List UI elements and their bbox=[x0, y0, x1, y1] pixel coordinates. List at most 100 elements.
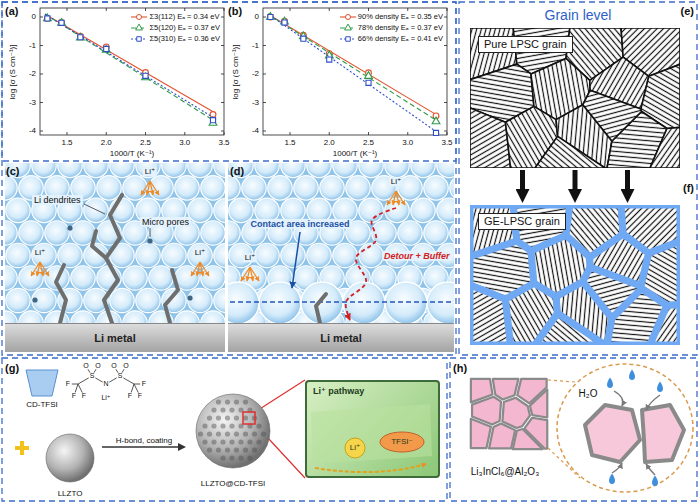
data-point bbox=[58, 19, 66, 26]
foam-cell bbox=[320, 176, 344, 200]
foam-cell bbox=[84, 198, 108, 222]
axis-title: 1000/T (K⁻¹) bbox=[333, 149, 378, 158]
node-text: LLZTO@CD-TFSI bbox=[201, 479, 265, 488]
panel-frame bbox=[2, 2, 456, 355]
ion-label: Li⁺ bbox=[193, 248, 207, 257]
striped-grain bbox=[650, 127, 680, 168]
data-point bbox=[44, 14, 52, 21]
material-label: Li₃InCl₆@Al₂O₃ bbox=[471, 466, 539, 478]
legend-sample bbox=[340, 35, 356, 43]
lithium-ion bbox=[345, 438, 365, 458]
ion-flux-arrows bbox=[387, 191, 405, 205]
foam-cell bbox=[450, 221, 454, 245]
foam-cell bbox=[5, 176, 17, 200]
foam-cell bbox=[188, 288, 212, 312]
foam-cell bbox=[307, 163, 331, 178]
annotation: Detour + Buffer bbox=[382, 251, 452, 261]
ion-arrow bbox=[191, 262, 200, 276]
dendrite bbox=[316, 294, 326, 323]
foam-cell bbox=[123, 311, 147, 323]
foam-cell bbox=[242, 176, 266, 200]
atom-label: F bbox=[142, 380, 146, 388]
foam-cell bbox=[123, 176, 147, 200]
foam-cell bbox=[84, 163, 108, 178]
legend-text: 78% density Eₐ = 0.37 eV bbox=[358, 23, 443, 32]
contact-line bbox=[230, 301, 452, 302]
node-text: Li⁺ pathway bbox=[313, 386, 364, 396]
pore-dot bbox=[261, 431, 266, 436]
ion-label: Li⁺ bbox=[389, 177, 403, 186]
foam-cell bbox=[214, 288, 225, 312]
water-drops bbox=[607, 370, 663, 486]
grain bbox=[471, 419, 491, 448]
foam-cell bbox=[359, 163, 383, 178]
chemical-bond bbox=[78, 378, 89, 384]
foam-cell bbox=[32, 243, 56, 267]
node-text: Li⁺ bbox=[350, 443, 360, 452]
plot-frame bbox=[40, 8, 224, 135]
foam-cell bbox=[175, 311, 199, 323]
tick-label: 1.5 bbox=[61, 138, 72, 147]
pore-dot bbox=[216, 447, 221, 452]
dendrite bbox=[92, 231, 106, 258]
chemical-bond bbox=[75, 384, 78, 392]
pore-dot bbox=[238, 455, 243, 460]
grain bbox=[513, 429, 543, 449]
atom-label: Li⁺ bbox=[101, 394, 110, 402]
pore-dot bbox=[229, 407, 234, 412]
metal-band: Li metal bbox=[228, 323, 454, 352]
foam-cell bbox=[162, 243, 186, 267]
panel-frame bbox=[459, 2, 697, 355]
foam-cell bbox=[136, 163, 160, 178]
tick-label: 1.5 bbox=[284, 138, 295, 147]
atom-label: F bbox=[82, 392, 86, 400]
pore-dot bbox=[234, 447, 239, 452]
pore-dot bbox=[243, 447, 248, 452]
foam-cell bbox=[19, 221, 43, 245]
panel-frame bbox=[2, 358, 447, 501]
foam-cell bbox=[6, 243, 30, 267]
legend-text: Σ5(310) Eₐ = 0.36 eV bbox=[149, 34, 220, 43]
arrhenius-plot bbox=[40, 8, 224, 135]
foam-cell bbox=[437, 198, 454, 222]
sphere-body bbox=[46, 434, 94, 482]
atom-label: O bbox=[123, 362, 128, 370]
molecule-label: H₂O bbox=[579, 388, 598, 400]
box-label: Pure LPSC grain bbox=[478, 36, 573, 53]
striped-grain bbox=[535, 313, 605, 345]
foam-cell bbox=[149, 176, 173, 200]
data-point bbox=[210, 118, 215, 123]
foam-cell bbox=[6, 198, 30, 222]
foam-cell bbox=[307, 243, 331, 267]
leader-line bbox=[84, 204, 105, 214]
legend-row: Σ3(112) Eₐ = 0.34 eV bbox=[131, 11, 220, 22]
foam-cell bbox=[5, 221, 17, 245]
zoomed-grains bbox=[585, 405, 684, 462]
foam-illustration bbox=[5, 163, 225, 323]
pathway-plane bbox=[311, 404, 432, 464]
tick-label: -3 bbox=[29, 98, 36, 107]
data-point bbox=[433, 130, 438, 135]
foam-cell bbox=[5, 266, 17, 290]
foam-cell bbox=[268, 176, 292, 200]
chemical-bond bbox=[134, 384, 138, 393]
foam-cell bbox=[333, 163, 357, 178]
foam-ground bbox=[5, 163, 225, 323]
block-arrow bbox=[520, 170, 525, 189]
pore-dot bbox=[216, 399, 221, 404]
pore-dot bbox=[252, 431, 257, 436]
atom-label: S bbox=[90, 372, 95, 380]
water-arrow bbox=[612, 463, 622, 473]
data-point bbox=[78, 35, 83, 40]
water-arrow bbox=[646, 464, 655, 475]
foam-cell bbox=[411, 163, 435, 178]
pore-dot bbox=[252, 447, 257, 452]
panel-letter: (f) bbox=[683, 182, 694, 195]
foam-cell bbox=[19, 311, 43, 323]
legend-text: Σ3(112) Eₐ = 0.34 eV bbox=[149, 12, 219, 21]
pore-dot bbox=[229, 423, 234, 428]
grain bbox=[493, 379, 519, 399]
grain-panel: GE-LPSC grain bbox=[470, 205, 680, 345]
zoom-ellipse bbox=[557, 364, 693, 492]
